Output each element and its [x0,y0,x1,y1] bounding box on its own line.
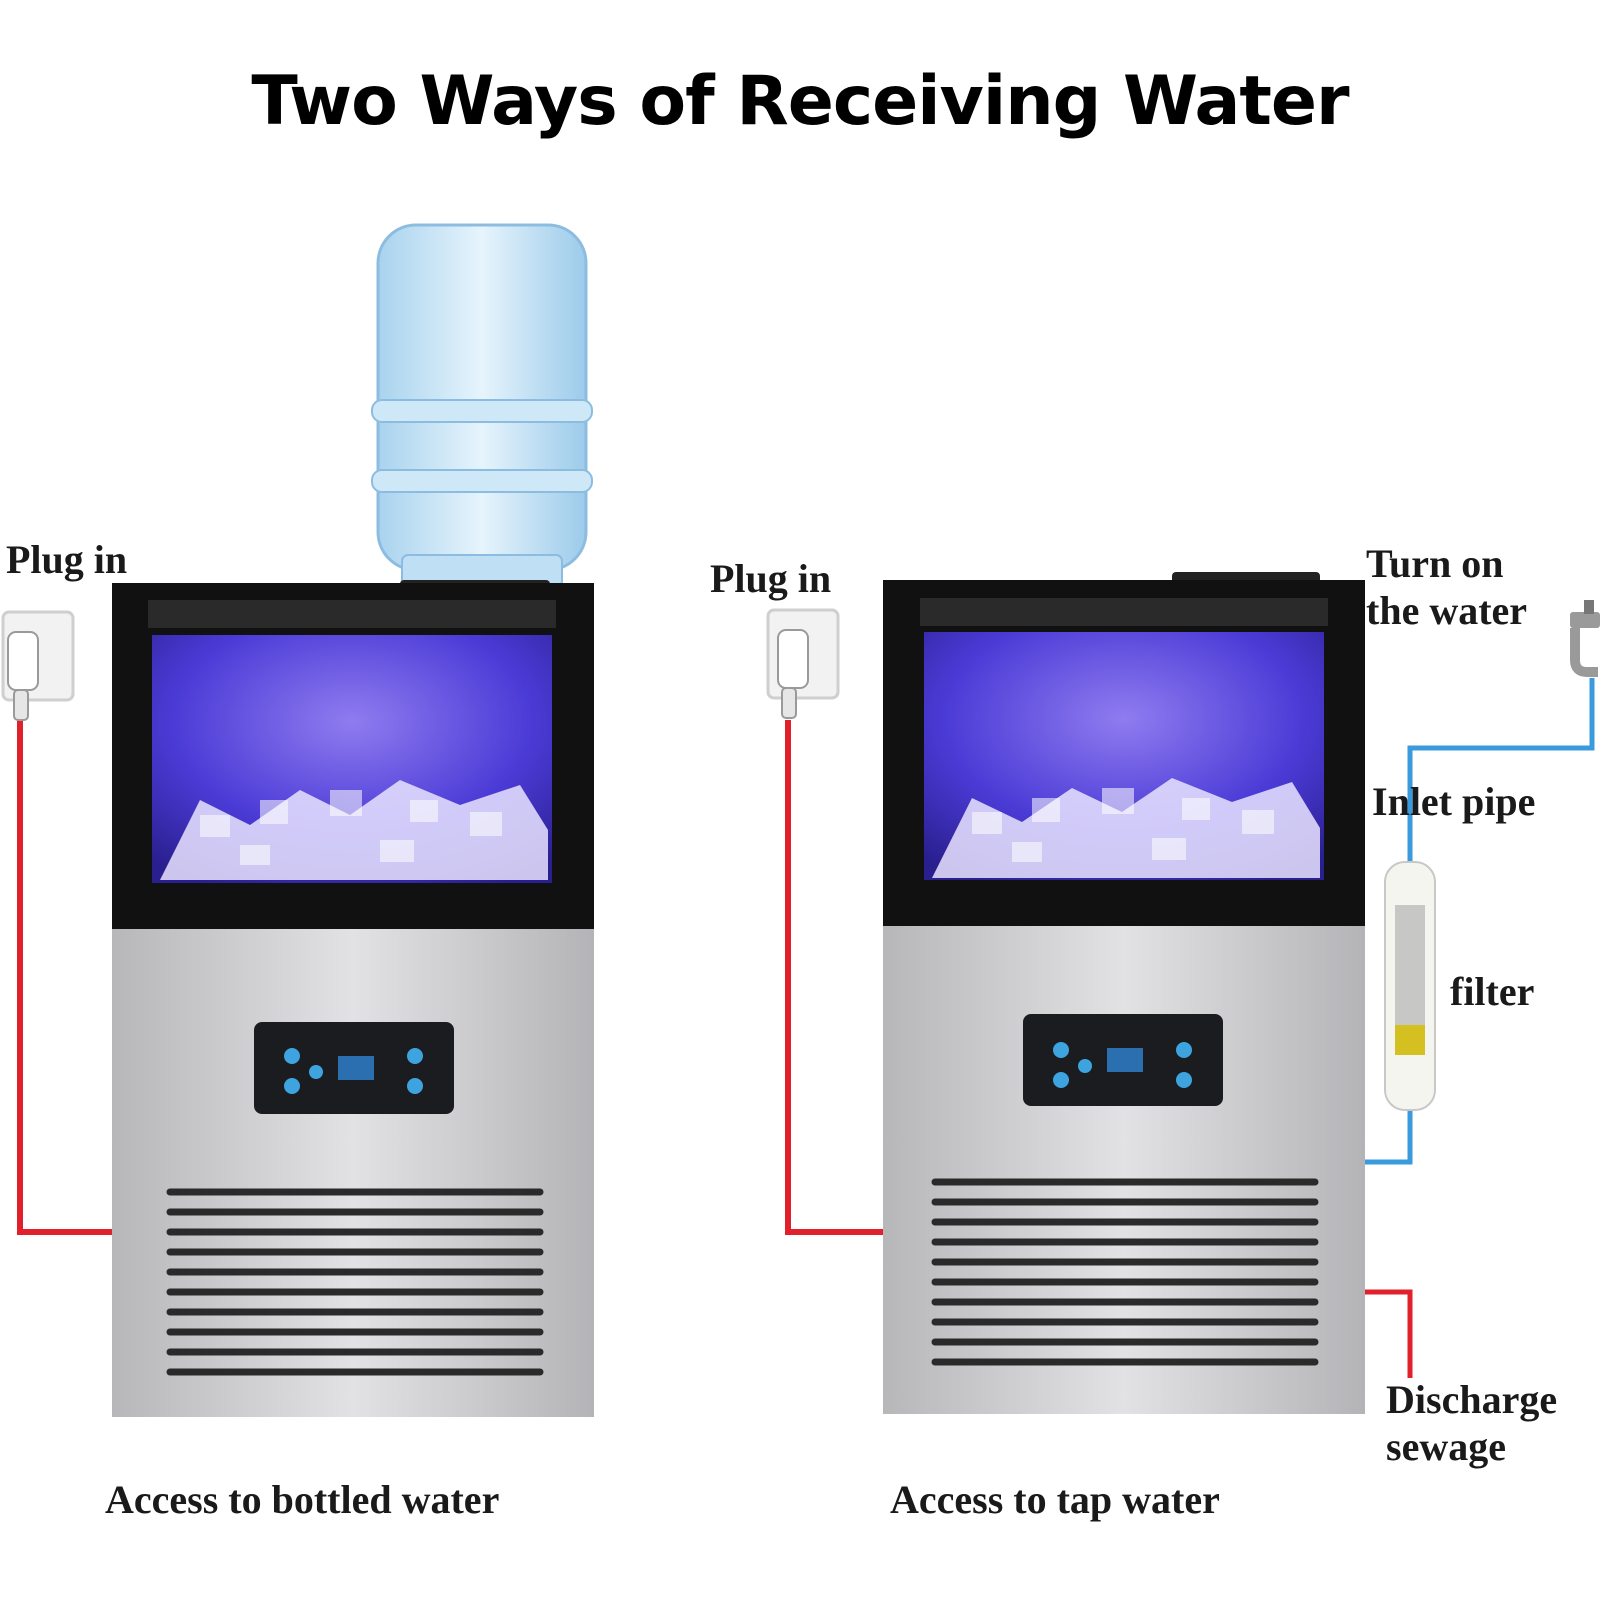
left-caption: Access to bottled water [105,1477,500,1522]
discharge-label: Discharge sewage [1386,1376,1557,1470]
power-plug-icon-right [766,608,840,719]
right-plug-label: Plug in [710,556,832,601]
power-plug-icon [1,610,75,721]
filter-label: filter [1450,969,1535,1014]
discharge-label-line2: sewage [1386,1424,1506,1470]
tap-label-line1: Turn on [1366,541,1504,586]
tap-water-machine [766,572,1600,1414]
page-title: Two Ways of Receiving Water [251,62,1349,141]
discharge-label-line1: Discharge [1386,1377,1558,1422]
tap-label-line2: the water [1366,588,1528,634]
bottled-water-machine [1,223,594,1417]
tap-label: Turn on the water [1366,540,1527,634]
left-plug-label: Plug in [6,537,128,582]
right-caption: Access to tap water [890,1477,1220,1522]
inlet-pipe-label: Inlet pipe [1372,779,1536,824]
water-filter-icon [1384,861,1436,1111]
water-bottle-icon [371,223,593,588]
water-tap-icon [1570,600,1600,677]
